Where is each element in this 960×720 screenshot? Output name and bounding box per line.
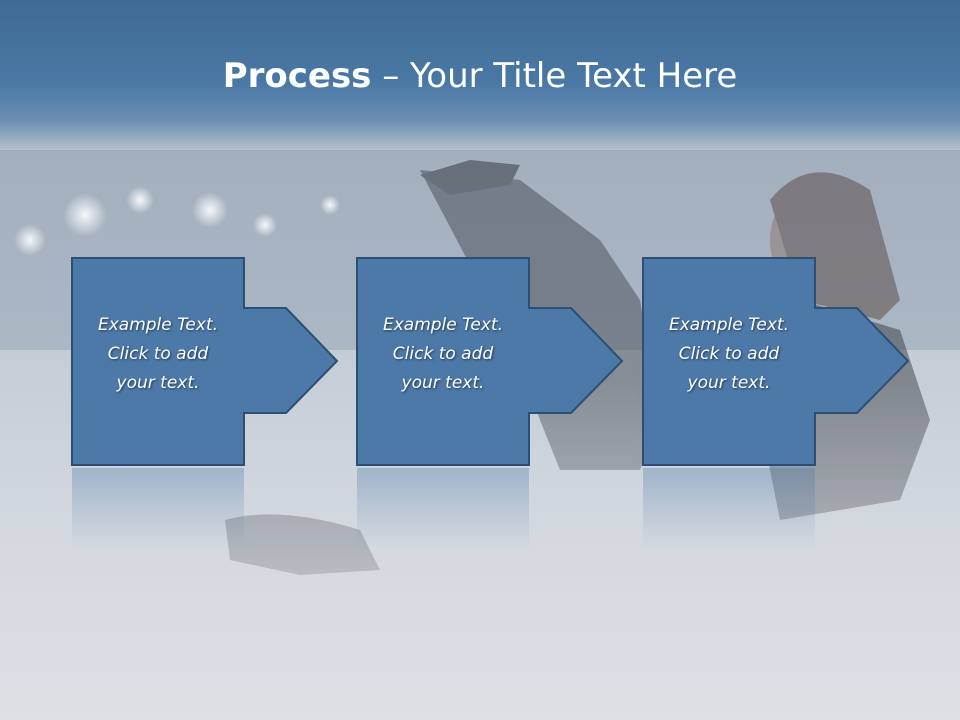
step-1-line-2: Click to add [107,344,209,364]
step-2-text[interactable]: Example Text. Click to add your text. [357,311,529,398]
step-3-arrow-box[interactable] [642,257,910,466]
step-2[interactable] [356,257,624,466]
title-bold: Process [222,56,372,96]
step-2-line-3: your text. [401,373,485,393]
step-1-line-3: your text. [116,373,200,393]
step-1-reflection [72,468,244,548]
step-reflections [72,468,815,548]
step-3-text[interactable]: Example Text. Click to add your text. [643,311,815,398]
step-3-line-1: Example Text. [668,315,790,335]
step-3-line-3: your text. [687,373,771,393]
step-1-line-1: Example Text. [97,315,219,335]
step-2-reflection [357,468,529,548]
title-bar [0,0,960,150]
step-2-line-2: Click to add [392,344,494,364]
slide-title[interactable]: Process – Your Title Text Here [0,55,960,97]
step-3[interactable] [642,257,910,466]
step-3-reflection [643,468,815,548]
step-2-line-1: Example Text. [382,315,504,335]
step-1-arrow-box[interactable] [71,257,339,466]
step-1-text[interactable]: Example Text. Click to add your text. [72,311,244,398]
stadium-lights [14,186,340,256]
step-3-line-2: Click to add [678,344,780,364]
title-rest: – Your Title Text Here [371,56,738,96]
step-1[interactable] [71,257,339,466]
step-2-arrow-box[interactable] [356,257,624,466]
